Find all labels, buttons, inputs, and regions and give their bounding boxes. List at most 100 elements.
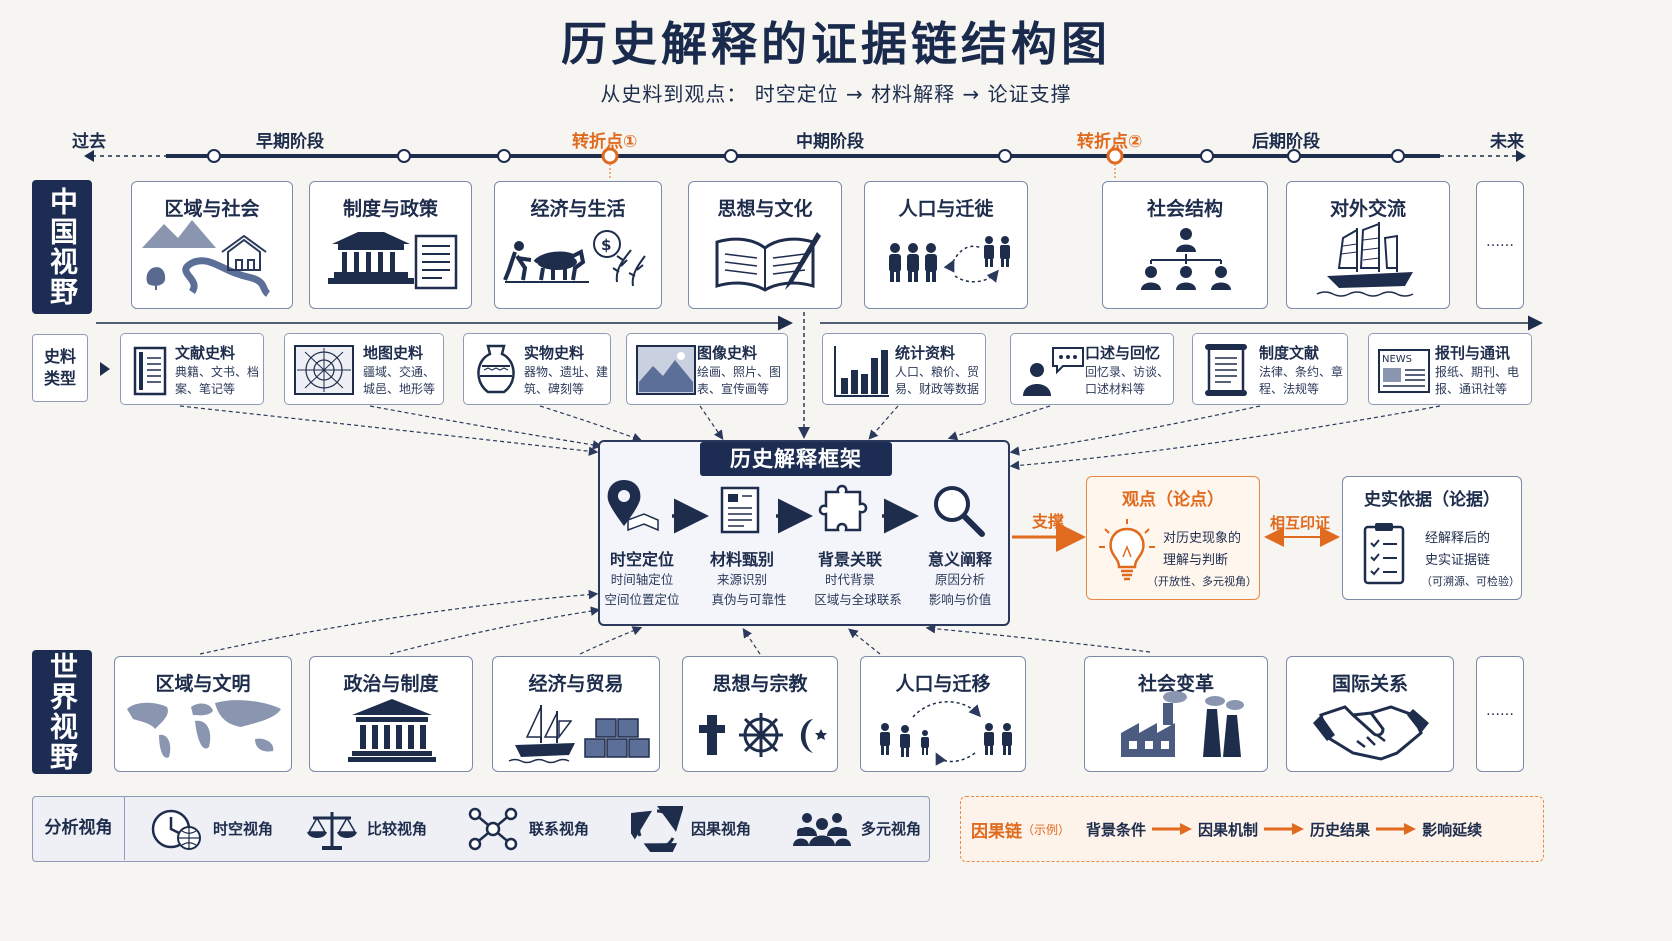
- vase-icon: [477, 344, 515, 394]
- causal-chain-sub: （示例）: [1022, 822, 1071, 837]
- step-significance: 意义阐释: [927, 550, 992, 569]
- painting-icon: [636, 345, 696, 395]
- arrow-right-icon: [1264, 823, 1305, 835]
- step-background-desc2: 区域与全球联系: [814, 592, 902, 607]
- arrow-right-icon: [1152, 823, 1193, 835]
- handshake-icon: [1313, 705, 1429, 761]
- source-maps: 地图史料 疆域、交通、城邑、地形等: [284, 333, 444, 405]
- people-migration-icon: [889, 236, 1010, 283]
- source-institutional: 制度文献 法律、条约、章程、法规等: [1192, 333, 1348, 405]
- puzzle-icon: [818, 484, 868, 532]
- factory-icon: [1121, 691, 1244, 757]
- magnifier-icon: [934, 486, 985, 537]
- framework-icons: [607, 480, 985, 537]
- checklist-icon: [1363, 523, 1405, 585]
- timeline-phase-late: 后期阶段: [1252, 132, 1320, 152]
- step-background: 背景关联: [817, 550, 882, 569]
- source-types-label: 史料类型: [32, 334, 88, 402]
- world-card-international-relations: 国际关系: [1286, 656, 1454, 772]
- palace-document-icon: [328, 232, 458, 290]
- source-images: 图像史料 绘画、照片、图表、宣传画等: [626, 333, 788, 405]
- source-artifacts: 实物史料 器物、遗址、建筑、碑刻等: [463, 333, 611, 405]
- location-pin-icon: [607, 480, 659, 532]
- book-stack-icon: [133, 346, 167, 396]
- religion-symbols-icon: [699, 713, 827, 757]
- analysis-item-pluralistic: 多元视角: [791, 797, 921, 860]
- hierarchy-icon: [1141, 228, 1231, 290]
- step-material-screening: 材料甄别: [709, 550, 774, 569]
- bar-chart-icon: [834, 346, 889, 397]
- farming-icon: $: [503, 230, 646, 287]
- viewpoint-box: 观点（论点） 对历史现象的 理解与判断 （开放性、多元视角）: [1086, 476, 1260, 600]
- step-material-desc1: 来源识别: [716, 572, 767, 587]
- step-spatiotemporal-desc1: 时间轴定位: [610, 572, 674, 587]
- source-oral: 口述与回忆 回忆录、访谈、口述材料等: [1010, 333, 1174, 405]
- news-word: NEWS: [1382, 354, 1412, 365]
- timeline-end: 未来: [1490, 132, 1524, 152]
- timeline-turning-point-1: 转折点①: [572, 132, 638, 152]
- support-label: 支撑: [1032, 512, 1065, 531]
- svg-text:$: $: [601, 236, 611, 254]
- newspaper-icon: NEWS: [1378, 349, 1430, 393]
- world-card-economy-trade: 经济与贸易: [492, 656, 660, 772]
- page-title: 历史解释的证据链结构图: [561, 17, 1111, 71]
- step-spatiotemporal: 时空定位: [609, 550, 674, 569]
- people-group-icon: [793, 812, 851, 846]
- analysis-item-connection: 联系视角: [465, 797, 589, 860]
- ship-cargo-icon: [508, 705, 650, 764]
- cycle-icon: [631, 805, 683, 852]
- document-check-icon: [720, 486, 760, 534]
- lightbulb-icon: [1099, 519, 1155, 581]
- analysis-perspectives-bar: 分析视角 时空视角 比较视角 联系视角 因果视角: [32, 796, 930, 862]
- step-material-desc2: 真伪与可靠性: [711, 592, 787, 607]
- map-icon: [294, 345, 354, 395]
- clock-globe-icon: [151, 809, 201, 850]
- china-card-foreign-exchange: 对外交流: [1286, 181, 1450, 309]
- timeline-phase-early: 早期阶段: [256, 132, 324, 152]
- china-card-more: ……: [1476, 181, 1524, 309]
- mutual-verification-label: 相互印证: [1270, 514, 1331, 532]
- page-subtitle: 从史料到观点： 时空定位 → 材料解释 → 论证支撑: [600, 82, 1072, 106]
- causal-chain-label: 因果链: [971, 821, 1022, 842]
- source-press: NEWS 报刊与通讯 报纸、期刊、电报、通讯社等: [1368, 333, 1532, 405]
- causal-step-3: 历史结果: [1310, 820, 1371, 839]
- network-icon: [468, 807, 518, 850]
- world-card-politics-institution: 政治与制度: [309, 656, 473, 772]
- world-card-region-civilization: 区域与文明: [114, 656, 292, 772]
- world-card-population-migration: 人口与迁移: [860, 656, 1026, 772]
- china-card-population-migration: 人口与迁徙: [864, 181, 1028, 309]
- china-card-economy-life: 经济与生活 $: [494, 181, 662, 309]
- analysis-item-spatiotemporal: 时空视角: [149, 797, 273, 860]
- step-background-desc1: 时代背景: [824, 572, 875, 587]
- step-spatiotemporal-desc2: 空间位置定位: [604, 592, 680, 607]
- arrow-right-icon: [1376, 823, 1417, 835]
- timeline-phase-middle: 中期阶段: [796, 132, 864, 152]
- timeline-start: 过去: [72, 132, 106, 152]
- analysis-label: 分析视角: [33, 797, 125, 860]
- world-card-social-change: 社会变革: [1084, 656, 1268, 772]
- classical-building-icon: [348, 699, 436, 762]
- china-card-institution-policy: 制度与政策: [309, 181, 472, 309]
- world-view-label: 世界视野: [32, 650, 92, 774]
- people-migration-world-icon: [880, 701, 1012, 766]
- evidence-box: 史实依据（论据） 经解释后的 史实证据链 （可溯源、可检验）: [1342, 476, 1522, 600]
- scroll-icon: [1205, 344, 1247, 396]
- junk-ship-icon: [1316, 222, 1414, 297]
- world-card-more: ……: [1476, 656, 1524, 772]
- source-literature: 文献史料 典籍、文书、档案、笔记等: [120, 333, 264, 405]
- framework-title: 历史解释框架: [700, 442, 892, 476]
- china-card-thought-culture: 思想与文化: [688, 181, 842, 309]
- step-significance-desc2: 影响与价值: [928, 592, 992, 607]
- analysis-item-causal: 因果视角: [631, 797, 751, 860]
- world-card-thought-religion: 思想与宗教: [682, 656, 838, 772]
- causal-step-2: 因果机制: [1198, 820, 1259, 839]
- timeline-turning-point-2: 转折点②: [1077, 132, 1143, 152]
- landscape-icon: [142, 220, 271, 297]
- step-significance-desc1: 原因分析: [934, 572, 985, 587]
- china-card-region-society: 区域与社会: [131, 181, 293, 309]
- causal-step-4: 影响延续: [1422, 820, 1483, 839]
- causal-step-1: 背景条件: [1086, 820, 1147, 839]
- china-view-label: 中国视野: [32, 180, 92, 314]
- source-statistics: 统计资料 人口、粮价、贸易、财政等数据: [822, 333, 986, 405]
